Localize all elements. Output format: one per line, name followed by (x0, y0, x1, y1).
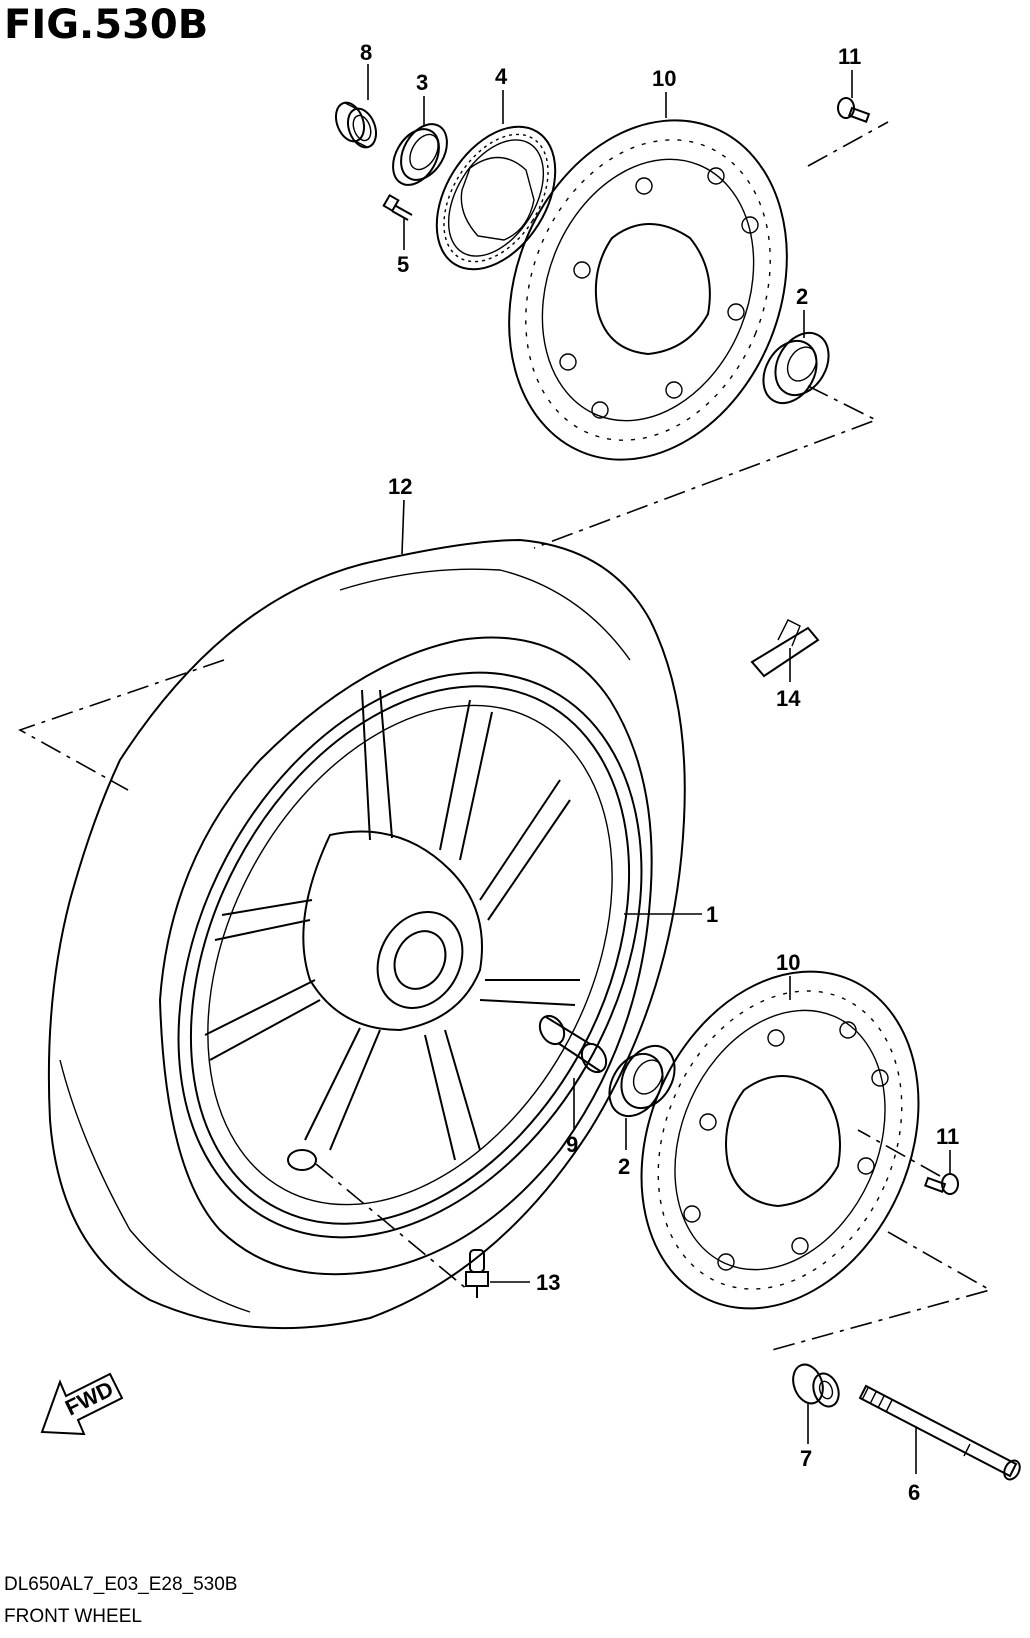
callout-12: 12 (388, 474, 412, 499)
part-2-bearing-upper (762, 332, 830, 404)
part-10-brake-disc-upper (508, 119, 788, 461)
callout-5: 5 (397, 252, 409, 277)
callout-4: 4 (495, 64, 508, 89)
callout-1: 1 (706, 902, 718, 927)
callout-2-lower: 2 (618, 1154, 630, 1179)
part-9-spacer (538, 1014, 608, 1074)
figure-caption: FRONT WHEEL (4, 1606, 142, 1627)
model-code: DL650AL7_E03_E28_530B (4, 1574, 237, 1595)
callout-11-upper: 11 (838, 44, 861, 69)
assembly-lines (18, 121, 993, 1351)
figure-title: FIG.530B (4, 2, 208, 48)
callout-7: 7 (800, 1446, 812, 1471)
part-12-tire (47, 538, 686, 1330)
part-13-valve (465, 1249, 489, 1298)
part-8-collar (334, 101, 378, 149)
callout-8: 8 (360, 40, 372, 65)
callout-9: 9 (566, 1132, 578, 1157)
part-11-bolt-upper (837, 97, 871, 123)
callouts: 8 3 4 5 10 11 2 12 14 1 10 9 2 11 13 7 6 (360, 40, 959, 1505)
callout-10-upper: 10 (652, 66, 676, 91)
callout-6: 6 (908, 1480, 920, 1505)
callout-13: 13 (536, 1270, 560, 1295)
part-5-screw (382, 193, 413, 221)
wheel-hub (302, 830, 483, 1032)
callout-10-lower: 10 (776, 950, 800, 975)
callout-3: 3 (416, 70, 428, 95)
part-3-seal (392, 123, 448, 186)
valve-hole (287, 1149, 317, 1171)
leader-lines (367, 64, 951, 1474)
part-11-bolt-lower (923, 1173, 959, 1195)
callout-14: 14 (776, 686, 801, 711)
callout-2-upper: 2 (796, 284, 808, 309)
part-1-wheel (177, 671, 643, 1239)
part-7-collar (792, 1363, 840, 1408)
callout-11-lower: 11 (936, 1124, 959, 1149)
fwd-arrow-icon: FWD (40, 1372, 124, 1436)
part-14-balance-weight (750, 619, 820, 678)
part-2-bearing-lower (608, 1045, 676, 1117)
part-6-axle (858, 1384, 1021, 1481)
part-4-sensor-ring (435, 125, 557, 271)
wheel-spokes (204, 689, 580, 1161)
part-10-brake-disc-lower (640, 970, 920, 1310)
